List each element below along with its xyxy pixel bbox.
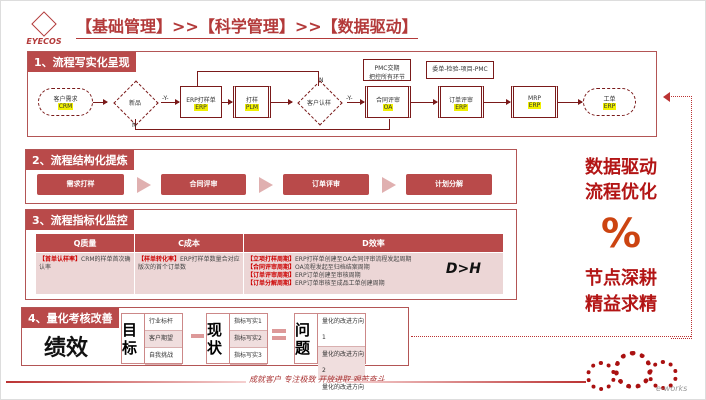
decision-label: 新品 [128, 100, 141, 107]
step-plan-breakdown: 计划分解 [406, 174, 492, 195]
header-cost: C成本 [134, 233, 244, 253]
note-inspection: 委单-检验-项目-PMC [426, 61, 494, 79]
cell-cost: 【样单转化率】ERP打样单数量合对应版次的首个订单数 [134, 252, 244, 295]
metric-line: 【立项打样周期】ERP打样单创建至OA合同评审流程发起周期 [247, 256, 412, 263]
header-efficiency: D效率 [243, 233, 504, 253]
no-label: N [132, 122, 137, 129]
loop-line-no [197, 71, 319, 86]
section-title: 2、流程结构化提炼 [26, 150, 134, 170]
slogan-data-driven: 数据驱动 [585, 157, 657, 178]
feedback-bottom-line [411, 336, 691, 337]
flow-arrow [222, 99, 233, 105]
metric-line: 【合同评审周期】OA流程发起至归档结案周期 [247, 264, 370, 271]
flow-arrow [411, 99, 438, 105]
chevron-right-icon [382, 177, 396, 193]
feedback-dotted-line [671, 96, 692, 339]
group-target: 目标行业标杆客户期望自我挑战 [121, 313, 183, 365]
equals-sign [272, 329, 286, 333]
flow-arrow [93, 99, 108, 105]
section-title: 4、量化考核改善 [22, 308, 119, 328]
performance-label: 绩效 [44, 336, 89, 361]
minus-sign [191, 334, 204, 338]
cell-quality: 【首单认样率】CRM的样单首次确认率 [35, 252, 135, 295]
metric-line: 【订单评审周期】ERP订单创建至审核周期 [247, 272, 361, 279]
decision-label: 客户认样 [306, 100, 331, 107]
footer-slogan: 成就客户 专注极致 开放进取 艰苦奋斗 [249, 375, 385, 384]
section-process-metrics: 3、流程指标化监控 [25, 209, 517, 300]
yes-label: -Y- [346, 95, 353, 102]
formula: D>H [445, 261, 481, 277]
logo-diamond-icon [31, 11, 57, 37]
watermark: e-works [656, 384, 688, 393]
flow-arrow [161, 99, 180, 105]
no-label: N [319, 77, 324, 84]
flow-arrow [347, 99, 365, 105]
flow-arrow [484, 99, 511, 105]
step-sample-request: 需求打样 [37, 174, 124, 195]
logo: EYECOS [19, 11, 69, 46]
chevron-right-icon [259, 177, 273, 193]
step-contract-review: 合同评审 [161, 174, 246, 195]
footer-line-left [6, 381, 246, 383]
section-performance: 4、量化考核改善 绩效 [21, 307, 409, 366]
slogan-lean: 精益求精 [585, 294, 657, 315]
yes-label: -Y- [162, 95, 169, 102]
page-title: 【基础管理】>>【科学管理】>>【数据驱动】 [76, 13, 418, 39]
chevron-right-icon [137, 177, 151, 193]
step-order-review: 订单评审 [283, 174, 369, 195]
slogan-node-deepening: 节点深耕 [585, 268, 657, 289]
slogan-process-optimization: 流程优化 [585, 182, 657, 203]
feedback-arrow-icon [663, 92, 670, 102]
header-quality: Q质量 [35, 233, 135, 253]
footer-line-right [346, 381, 586, 383]
note-pmc: PMC交期 把控所有环节 [363, 59, 411, 81]
percent-figure: % [600, 211, 642, 257]
metric-line: 【订单分解周期】ERP订单审核至成品工单创建周期 [247, 280, 385, 287]
bypass-line-no [135, 119, 390, 130]
cell-efficiency: 【立项打样周期】ERP打样单创建至OA合同评审流程发起周期 【合同评审周期】OA… [243, 252, 504, 295]
flow-arrow [271, 99, 293, 105]
section-process-structure: 2、流程结构化提炼 [25, 149, 517, 204]
section-title: 1、流程写实化呈现 [28, 52, 136, 72]
section-title: 3、流程指标化监控 [26, 210, 134, 230]
section-process-flow: 1、流程写实化呈现 [27, 51, 657, 137]
group-problem: 问题量化的改进方向1量化的改进方向2量化的改进方向3 [294, 313, 366, 391]
flow-arrow [558, 99, 583, 105]
gears-illustration-icon [576, 346, 686, 391]
